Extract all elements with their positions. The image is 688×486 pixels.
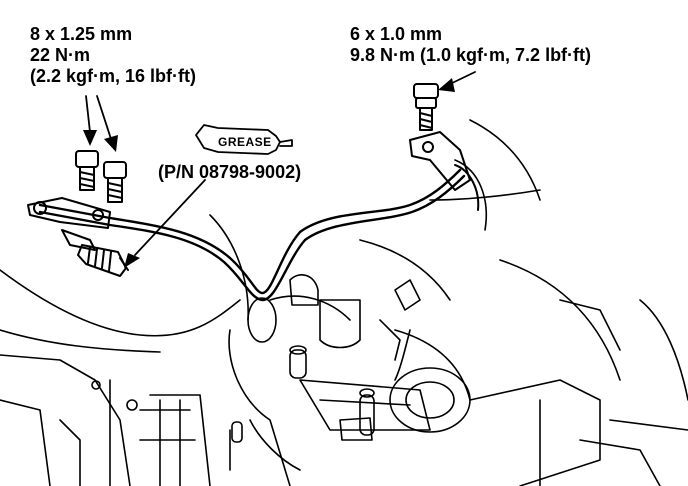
left-bolt-1 [75, 150, 99, 191]
grease-tube-label: GREASE [218, 135, 272, 149]
left-bolt-2 [103, 161, 127, 203]
right-bolt-size-label: 6 x 1.0 mm [350, 24, 443, 44]
right-bolt [413, 83, 439, 131]
right-cable-bracket [409, 131, 480, 211]
engine-background [0, 119, 688, 486]
left-bolt-size-label: 8 x 1.25 mm [30, 24, 133, 44]
left-bolt-torque-label: 22 N·m [30, 45, 91, 65]
grease-part-number-label: (P/N 08798-9002) [158, 162, 302, 182]
shift-cable [38, 168, 466, 302]
left-bolt-torque-alt-label: (2.2 kgf·m, 16 lbf·ft) [30, 66, 197, 86]
right-bolt-torque-label: 9.8 N·m (1.0 kgf·m, 7.2 lbf·ft) [350, 45, 592, 65]
grease-tube-icon [195, 124, 293, 155]
left-cable-end [27, 197, 111, 251]
leader-lines [85, 71, 476, 256]
grease-boot [77, 244, 129, 277]
arrowheads [83, 78, 455, 268]
